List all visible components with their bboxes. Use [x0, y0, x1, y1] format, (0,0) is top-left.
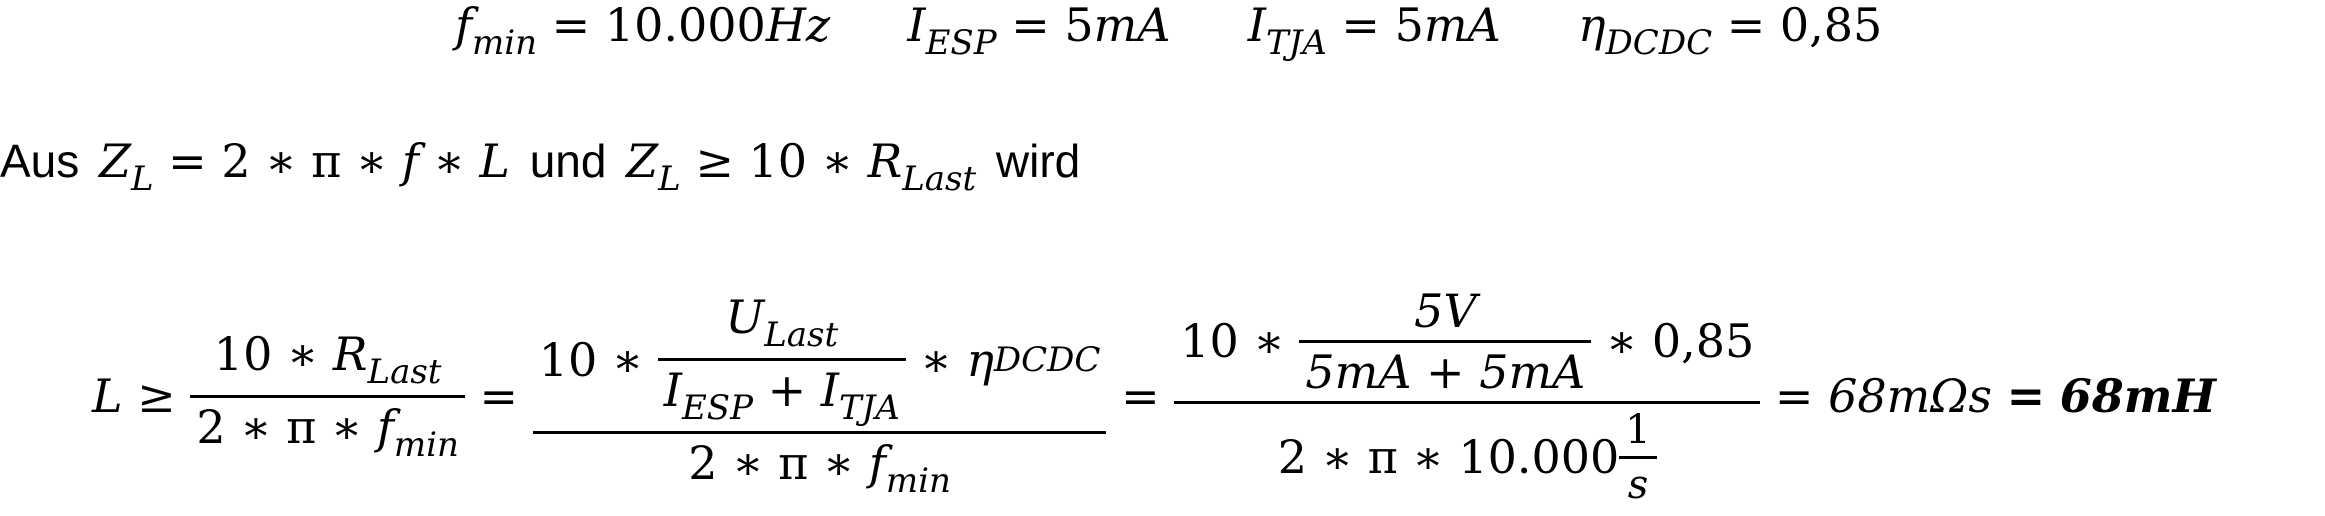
text-wird: wird	[995, 135, 1081, 187]
impedance-relation-line: Aus ZL = 2 ∗ π ∗ f ∗ L und ZL ≥ 10 ∗ RLa…	[0, 138, 1080, 196]
final-result: 68mH	[2059, 369, 2216, 423]
given-values-line: fmin = 10.000Hz IESP = 5mA ITJA = 5mA ηD…	[455, 2, 1882, 60]
l-symbol: L ≥	[92, 369, 191, 423]
fraction-per-second: 1 s	[1619, 410, 1657, 505]
text-und: und	[529, 135, 607, 187]
zl-definition: ZL = 2 ∗ π ∗ f ∗ L	[98, 134, 510, 199]
i-esp-term: IESP = 5mA	[907, 0, 1171, 63]
i-tja-term: ITJA = 5mA	[1247, 0, 1501, 63]
f-min-term: fmin = 10.000Hz	[455, 0, 831, 63]
intermediate-result: 68mΩs	[1828, 369, 1992, 423]
eta-dcdc-term: ηDCDC = 0,85	[1577, 0, 1883, 63]
fraction-load-current: ULast IESP + ITJA	[657, 294, 906, 425]
inductance-derivation: L ≥ 10 ∗ RLast 2 ∗ π ∗ fmin = 10 ∗ ULast…	[92, 283, 2216, 508]
fraction-general: 10 ∗ RLast 2 ∗ π ∗ fmin	[190, 331, 465, 461]
text-aus: Aus	[0, 135, 80, 187]
fraction-numeric: 10 ∗ 5V 5mA + 5mA ∗ 0,85 2 ∗ π ∗ 10.000 …	[1174, 288, 1761, 505]
fraction-numeric-current: 5V 5mA + 5mA	[1299, 288, 1592, 395]
zl-condition: ZL ≥ 10 ∗ RLast	[626, 134, 977, 199]
